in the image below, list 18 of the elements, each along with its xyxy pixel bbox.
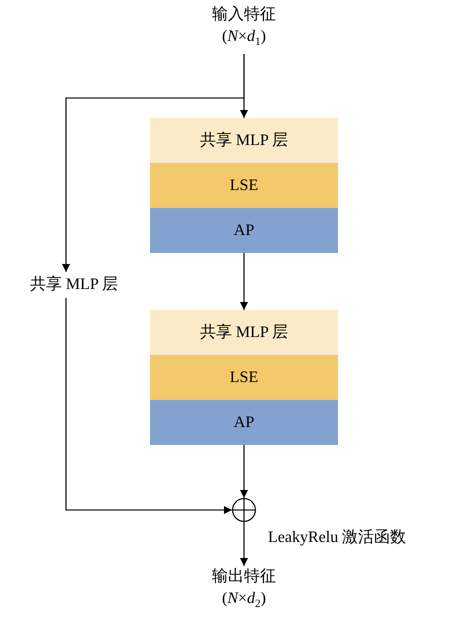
heading-label: 输出特征 (212, 566, 276, 588)
sum-node-icon (232, 498, 256, 522)
arrow (240, 522, 248, 566)
arrow (62, 54, 245, 272)
node-caption: LeakyRelu 激活函数 (268, 528, 406, 548)
layer-block: LSE (150, 163, 338, 208)
heading-label: 输入特征 (212, 4, 276, 26)
layer-block: AP (150, 400, 338, 445)
text-label: 共享 MLP 层 (8, 272, 140, 298)
dimension-label: (N×d$_{2}$) (222, 589, 266, 613)
arrow (65, 298, 232, 514)
layer-block: 共享 MLP 层 (150, 310, 338, 355)
layer-block: AP (150, 208, 338, 253)
layer-block: 共享 MLP 层 (150, 118, 338, 163)
layer-block: LSE (150, 355, 338, 400)
arrow (240, 253, 248, 310)
dimension-label: (N×d$_{1}$) (222, 27, 266, 51)
arrow (240, 445, 248, 498)
